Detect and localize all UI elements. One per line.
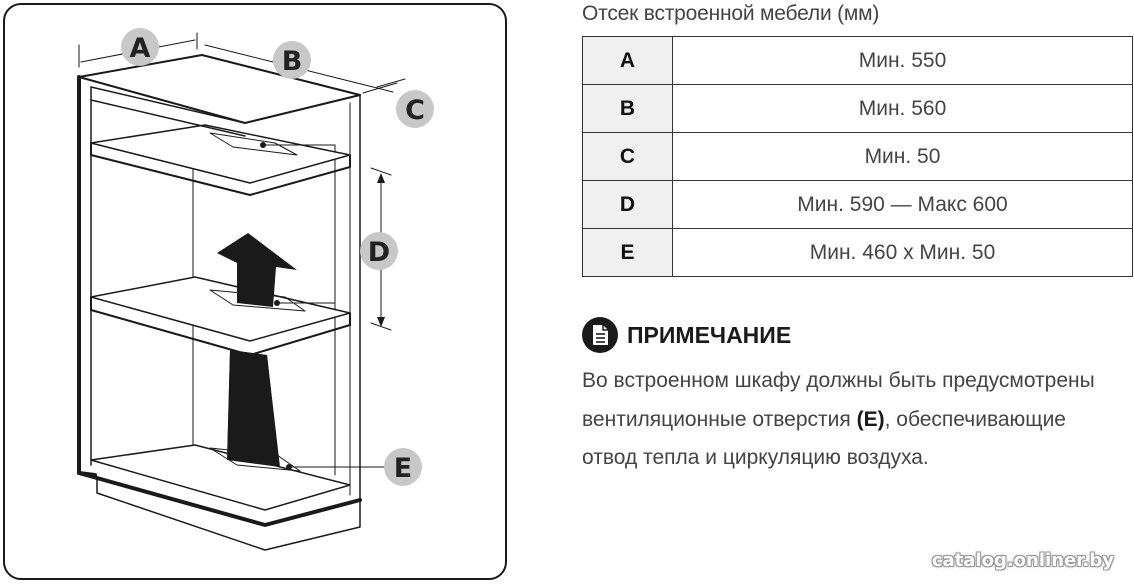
row-value: Мин. 590 — Макс 600 bbox=[672, 180, 1133, 229]
row-key: E bbox=[582, 228, 673, 277]
row-value: Мин. 550 bbox=[672, 36, 1133, 85]
airflow-arrow-lower-fill bbox=[227, 350, 280, 467]
dim-c-tick-2 bbox=[376, 78, 406, 88]
label-a: A bbox=[121, 28, 159, 66]
note-text: Во встроенном шкафу должны быть предусмо… bbox=[582, 362, 1127, 478]
cabinet-floor bbox=[90, 444, 351, 511]
cabinet-bottom-edge bbox=[77, 471, 362, 527]
label-d: D bbox=[360, 232, 398, 270]
note-header: ПРИМЕЧАНИЕ bbox=[582, 315, 791, 355]
label-c-text: C bbox=[405, 95, 425, 126]
note-icon bbox=[582, 317, 618, 353]
dim-d-tick-top bbox=[370, 167, 392, 176]
shelf-top-front bbox=[90, 142, 351, 196]
cabinet-top-surface bbox=[78, 54, 361, 124]
table-row: B Мин. 560 bbox=[582, 84, 1133, 133]
cabinet-diagram: A B C D E bbox=[77, 28, 434, 551]
label-d-text: D bbox=[368, 237, 390, 268]
row-key: D bbox=[582, 180, 673, 229]
note-text-start: Во встроенном шкафу должны быть предусмо… bbox=[582, 369, 1095, 431]
top-underside-line-2 bbox=[90, 99, 246, 137]
cabinet-plinth bbox=[96, 476, 361, 551]
top-underside-line bbox=[90, 86, 246, 124]
row-key: B bbox=[582, 84, 673, 133]
table-caption: Отсек встроенной мебели (мм) bbox=[582, 2, 880, 25]
row-value: Мин. 50 bbox=[672, 132, 1133, 181]
note-text-end: , обеспечивающие отвод тепла и циркуляци… bbox=[582, 407, 1066, 470]
label-b-text: B bbox=[282, 46, 303, 77]
airflow-arrow-upper bbox=[217, 233, 297, 307]
label-e-text: E bbox=[394, 453, 412, 484]
shelf-top bbox=[90, 124, 351, 184]
row-value: Мин. 460 x Мин. 50 bbox=[672, 228, 1133, 277]
note-title: ПРИМЕЧАНИЕ bbox=[627, 321, 792, 348]
table-row: D Мин. 590 — Макс 600 bbox=[582, 180, 1133, 229]
vent-opening-top bbox=[209, 132, 298, 156]
cabinet-front-edge bbox=[77, 75, 97, 477]
cabinet-diagram-panel: A B C D E bbox=[3, 3, 507, 580]
dimensions-table: A Мин. 550 B Мин. 560 C Мин. 50 D Мин. 5… bbox=[582, 36, 1133, 277]
row-key: C bbox=[582, 132, 673, 181]
dim-c-tick bbox=[362, 82, 398, 94]
label-a-text: A bbox=[130, 33, 151, 64]
label-e: E bbox=[384, 448, 422, 486]
dim-d-arrow-top bbox=[377, 173, 385, 183]
row-value: Мин. 560 bbox=[672, 84, 1133, 133]
label-c: C bbox=[396, 90, 434, 128]
label-b: B bbox=[273, 41, 311, 79]
row-key: A bbox=[582, 36, 673, 85]
table-row: E Мин. 460 x Мин. 50 bbox=[582, 228, 1133, 277]
note-text-bold: (E) bbox=[856, 407, 885, 431]
shelf-middle bbox=[90, 276, 351, 342]
watermark: catalog.onliner.by bbox=[931, 550, 1114, 571]
table-row: C Мин. 50 bbox=[582, 132, 1133, 181]
table-row: A Мин. 550 bbox=[582, 36, 1133, 85]
dim-d-arrow-bottom bbox=[377, 317, 385, 327]
